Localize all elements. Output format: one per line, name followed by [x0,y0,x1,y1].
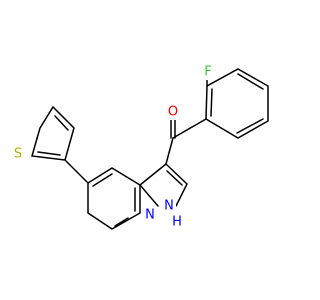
pyridine-nitrogen-label: N [145,208,155,223]
bond-carbonyl-azaindole [165,137,174,165]
bond-carbonyl-phenyl [172,118,207,139]
fluorophenyl-inner-double-bonds [210,73,264,134]
pyrrole-nitrogen-label: N [164,199,174,214]
bond-pyridine-thiophene [64,159,89,184]
sulfur-atom-label: S [14,147,22,162]
molecule-structure-diagram: O F S N N H [10,64,269,230]
atom-label-layer: O F S N N H [10,64,216,230]
thiophene-ring [31,105,75,161]
oxygen-atom-label: O [168,105,178,120]
pyridine-inner-double-bonds [92,173,136,227]
carbonyl-double-bond [170,119,176,139]
pyrrole-inner-double-bond [166,170,183,186]
thiophene-inner-double-bonds [37,115,69,156]
fluorine-atom-label: F [204,65,211,80]
bond-layer [31,68,269,230]
pyridine-ring [87,167,141,230]
pyrrole-hydrogen-label: H [172,215,182,230]
